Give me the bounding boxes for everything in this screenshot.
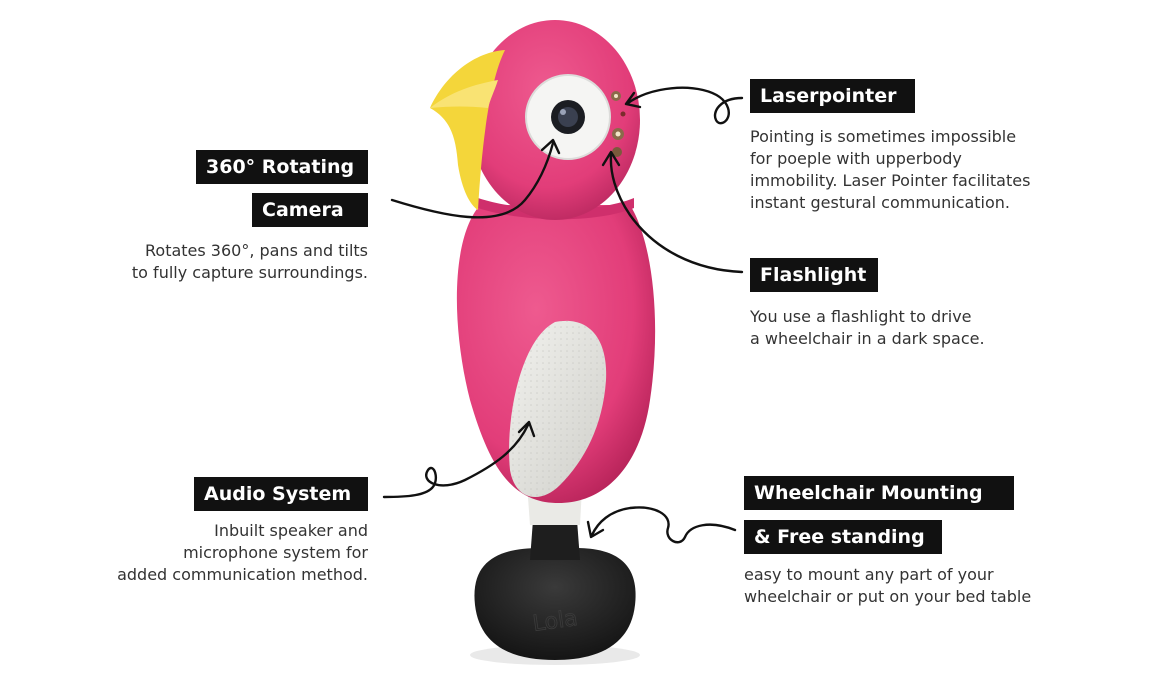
flashlight-callout-arrow [609, 153, 744, 274]
base-neck [530, 520, 580, 560]
mounting-label-line2: & Free standing [744, 520, 942, 554]
mounting-label-line1: Wheelchair Mounting [744, 476, 1014, 510]
laserpointer-label: Laserpointer [750, 79, 915, 113]
camera-description: Rotates 360°, pans and tilts to fully ca… [131, 241, 368, 282]
flashlight-label: Flashlight [750, 258, 878, 292]
mounting-callout-arrow [590, 506, 737, 544]
body-collar [478, 198, 634, 220]
mounting-description: easy to mount any part of your wheelchai… [744, 565, 1032, 606]
base-stand [474, 548, 636, 660]
laserpointer-callout-arrow [626, 86, 744, 125]
laserpointer-description: Pointing is sometimes impossible for poe… [750, 127, 1031, 212]
camera-label-line2: Camera [252, 193, 368, 227]
camera-callout-arrow [390, 141, 555, 219]
audio-label: Audio System [194, 477, 368, 511]
audio-description: Inbuilt speaker and microphone system fo… [117, 521, 368, 584]
audio-callout-arrow [382, 423, 530, 499]
camera-label-line1: 360° Rotating [196, 150, 368, 184]
flashlight-description: You use a flashlight to drive a wheelcha… [750, 307, 985, 348]
